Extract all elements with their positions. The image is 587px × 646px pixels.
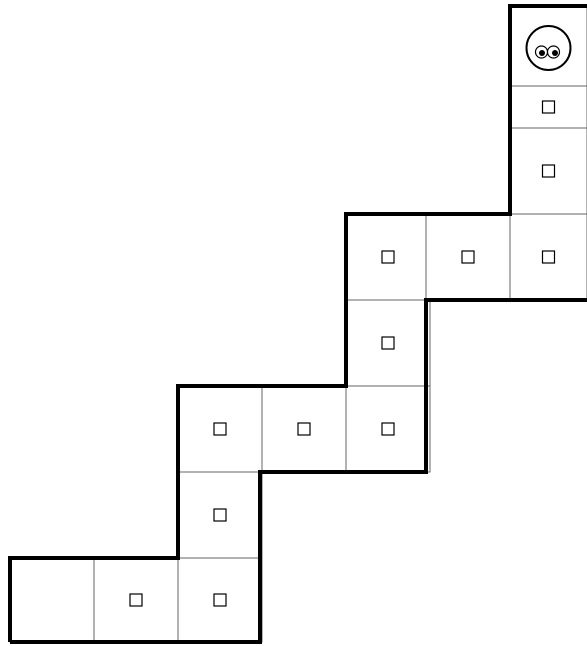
maze-cell — [510, 214, 587, 300]
square-dot-icon — [543, 251, 555, 263]
maze-outline — [10, 6, 587, 642]
square-dot-icon — [462, 251, 474, 263]
maze-cells — [10, 6, 587, 642]
maze-cell — [178, 386, 262, 472]
square-dot-icon — [130, 594, 142, 606]
maze-cell — [346, 214, 430, 300]
maze-cell — [10, 558, 94, 642]
maze-cell — [510, 6, 587, 86]
square-dot-icon — [382, 251, 394, 263]
maze-cell — [94, 558, 178, 642]
maze-cell — [262, 386, 346, 472]
square-dot-icon — [214, 594, 226, 606]
square-dot-icon — [543, 101, 555, 113]
square-dot-icon — [214, 423, 226, 435]
maze-cell — [510, 86, 587, 128]
square-dot-icon — [298, 423, 310, 435]
square-dot-icon — [214, 509, 226, 521]
maze-cell-bg — [10, 558, 94, 642]
googly-eyes-icon — [527, 26, 571, 70]
square-dot-icon — [543, 165, 555, 177]
maze-cell — [178, 472, 262, 558]
square-dot-icon — [382, 337, 394, 349]
maze-cell — [346, 300, 430, 386]
maze-cell — [178, 558, 262, 642]
maze-cell — [510, 128, 587, 214]
maze-cell — [426, 214, 510, 300]
maze-cell — [346, 386, 430, 472]
square-dot-icon — [382, 423, 394, 435]
